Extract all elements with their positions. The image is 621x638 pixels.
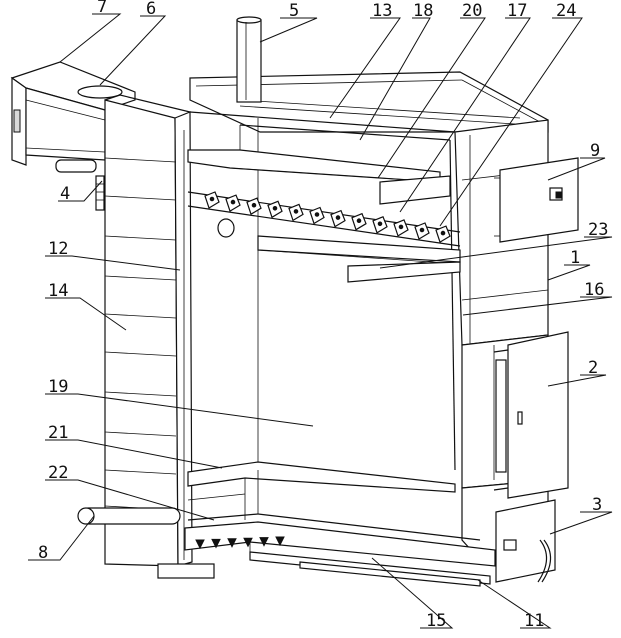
air-inlet-duct xyxy=(10,61,136,211)
part-labels: 7 6 5 13 18 20 17 24 9 4 12 14 23 1 16 2… xyxy=(38,0,608,631)
label-2: 2 xyxy=(588,358,598,378)
grate-tooth xyxy=(195,539,205,550)
nozzle-hole xyxy=(356,218,362,223)
leader-lines xyxy=(28,13,613,629)
middle-door xyxy=(493,331,569,499)
grate-tooth xyxy=(227,538,237,548)
label-16: 16 xyxy=(584,280,604,300)
label-5: 5 xyxy=(289,1,299,21)
grate-tooth xyxy=(275,536,285,547)
label-17: 17 xyxy=(507,1,527,21)
nozzle-hole xyxy=(440,230,446,236)
left-wall xyxy=(104,94,215,579)
nozzle-tube xyxy=(187,191,461,247)
nozzle-hole xyxy=(230,199,236,205)
nozzle-hole xyxy=(251,202,257,208)
label-11: 11 xyxy=(524,611,544,631)
grate-tooth xyxy=(259,537,269,547)
nozzle-hole xyxy=(314,212,320,217)
nozzle-hole xyxy=(293,209,299,214)
lower-chamber xyxy=(187,461,481,541)
label-3: 3 xyxy=(592,495,602,515)
nozzle-hole xyxy=(335,215,341,220)
nozzle-hole xyxy=(398,224,404,230)
label-23: 23 xyxy=(588,220,608,240)
middle-shelf xyxy=(257,235,461,283)
label-7: 7 xyxy=(97,0,107,17)
label-24: 24 xyxy=(556,1,576,21)
label-14: 14 xyxy=(48,281,68,301)
label-6: 6 xyxy=(146,0,156,19)
ash-door xyxy=(495,499,556,583)
label-20: 20 xyxy=(462,1,482,21)
label-19: 19 xyxy=(48,377,68,397)
label-18: 18 xyxy=(413,1,433,21)
label-15: 15 xyxy=(426,611,446,631)
grate-tooth xyxy=(211,538,221,549)
label-4: 4 xyxy=(60,184,70,204)
label-8: 8 xyxy=(38,543,48,563)
nozzle-hole xyxy=(419,227,425,233)
grate-tooth xyxy=(243,537,253,548)
nozzle-hole xyxy=(272,206,278,211)
label-9: 9 xyxy=(590,141,600,161)
side-pipe xyxy=(77,507,181,525)
label-12: 12 xyxy=(48,239,68,259)
flue-pipe xyxy=(236,16,262,103)
label-13: 13 xyxy=(372,1,392,21)
nozzle-hole xyxy=(209,196,215,202)
label-22: 22 xyxy=(48,463,68,483)
label-1: 1 xyxy=(570,248,580,268)
ash-pan xyxy=(184,521,496,587)
nozzle-hole xyxy=(377,221,383,227)
upper-door xyxy=(494,157,579,243)
label-21: 21 xyxy=(48,423,68,443)
